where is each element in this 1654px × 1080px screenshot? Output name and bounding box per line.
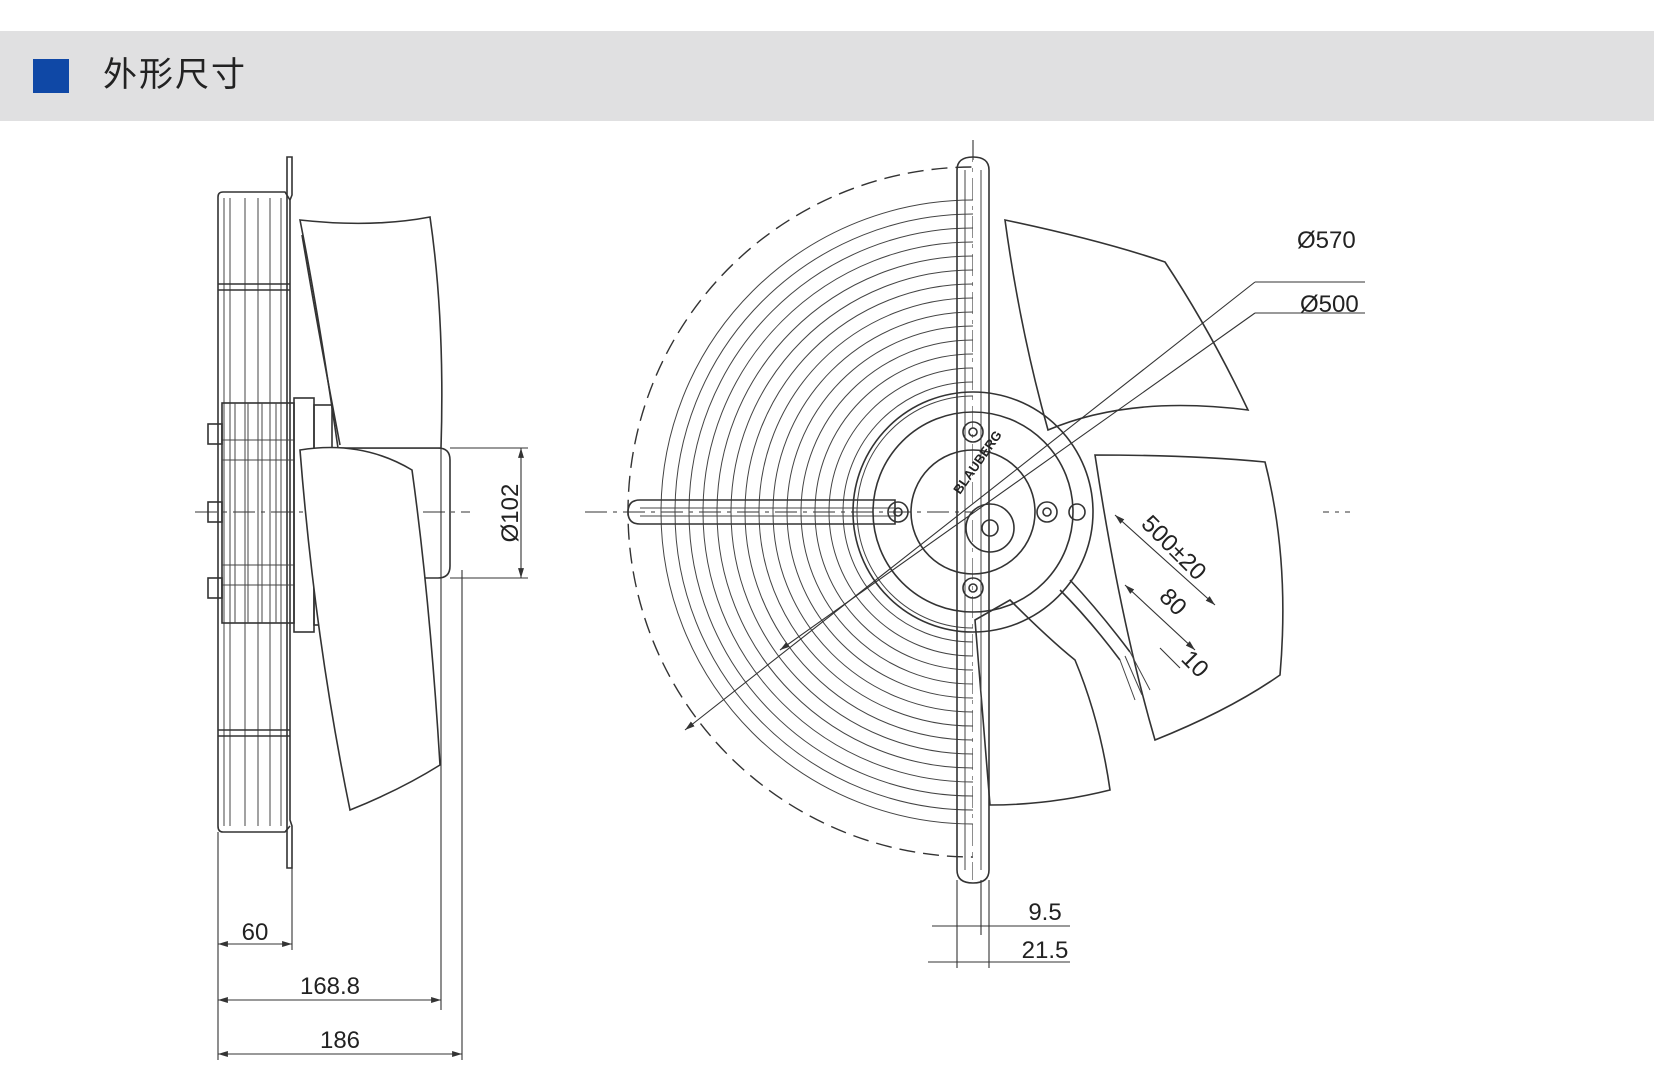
- mounting-screws: [887, 421, 1086, 599]
- dim-bracket-9-5: 9.5: [1028, 899, 1061, 926]
- dim-inner-diameter: Ø500: [1300, 291, 1359, 318]
- dim-depth-186: 186: [320, 1027, 360, 1054]
- front-blade-3: [974, 599, 1111, 806]
- dim-hub-diameter: Ø102: [497, 484, 524, 543]
- blade-lower: [299, 446, 441, 812]
- grille-top: [217, 191, 291, 201]
- motor-housing: [852, 391, 1094, 633]
- mounting-rails: [627, 156, 990, 884]
- dim-depth-168-8: 168.8: [300, 973, 360, 1000]
- section-title: 外形尺寸: [103, 55, 247, 95]
- dim-depth-60: 60: [242, 919, 269, 946]
- cable: [1059, 579, 1131, 661]
- dim-outer-diameter: Ø570: [1297, 227, 1356, 254]
- section-header: 外形尺寸: [0, 31, 1654, 121]
- section-marker: [33, 59, 69, 93]
- dim-bracket-21-5: 21.5: [1022, 937, 1069, 964]
- front-blade-1: [1004, 218, 1250, 432]
- blade-upper: [299, 216, 443, 449]
- mounting-flange: [286, 156, 293, 869]
- grille-frame: [217, 197, 291, 833]
- motor-rotor-center: [965, 503, 1015, 553]
- front-view: BLAUBERG Ø570 Ø500 500±20 80 10 9.5: [585, 140, 1365, 968]
- side-view: Ø102 60 168.8 186: [195, 156, 528, 1060]
- motor-cap: [910, 449, 1036, 575]
